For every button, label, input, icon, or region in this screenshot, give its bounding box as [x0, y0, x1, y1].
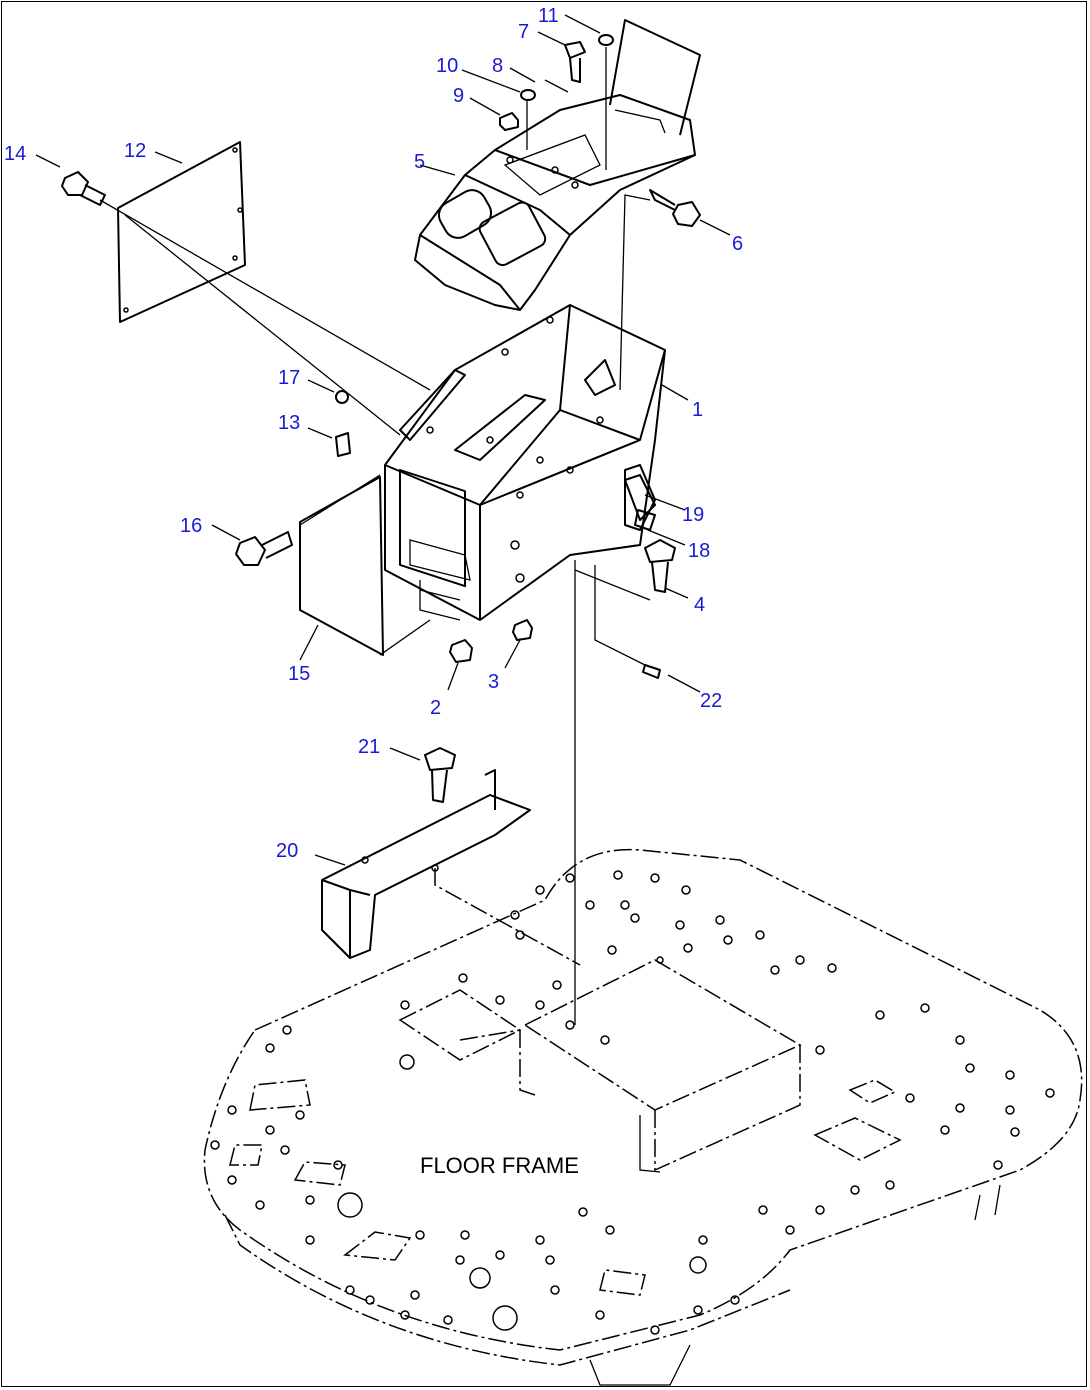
plug-9-icon: [499, 112, 519, 131]
callout-19: 19: [682, 504, 704, 526]
callout-17: 17: [278, 367, 300, 389]
cushion-2-icon: [449, 639, 473, 663]
callout-14: 14: [4, 143, 26, 165]
callout-4: 4: [694, 594, 705, 616]
callout-15: 15: [288, 663, 310, 685]
callout-3: 3: [488, 671, 499, 693]
callout-20: 20: [276, 840, 298, 862]
side-cover-plate: [117, 141, 246, 323]
bolt-4-icon: [644, 539, 676, 593]
callout-12: 12: [124, 140, 146, 162]
callout-6: 6: [732, 233, 743, 255]
front-cover-plate: [299, 476, 384, 656]
callout-16: 16: [180, 515, 202, 537]
bolt-21-icon: [424, 747, 456, 803]
cushion-3-icon: [512, 619, 533, 641]
pin-8-icon: [544, 79, 569, 93]
console-box: [384, 304, 666, 621]
clamp-18-icon: [634, 509, 656, 531]
callout-10: 10: [436, 55, 458, 77]
leader-lines: [35, 14, 731, 866]
callouts: 1 2 3 4 5 6 7 8 9 10 11 12 13 14 15 16 1…: [4, 5, 743, 862]
bolt-7-icon: [564, 41, 586, 83]
callout-2: 2: [430, 697, 441, 719]
callout-7: 7: [518, 21, 529, 43]
plug-10-icon: [520, 89, 536, 101]
callout-5: 5: [414, 151, 425, 173]
floor-frame: FLOOR FRAME: [203, 848, 1083, 1386]
clamp-19-icon: [624, 474, 656, 521]
bolt-16-icon: [235, 531, 293, 566]
callout-18: 18: [688, 540, 710, 562]
callout-9: 9: [453, 85, 464, 107]
callout-8: 8: [492, 55, 503, 77]
callout-22: 22: [700, 690, 722, 712]
pin-22-icon: [642, 664, 661, 679]
clip-13-icon: [335, 432, 351, 457]
hardware: [61, 34, 701, 803]
floor-frame-label: FLOOR FRAME: [420, 1153, 579, 1178]
callout-11: 11: [538, 5, 559, 27]
plug-11-icon: [598, 34, 614, 46]
bolt-6-icon: [649, 189, 701, 227]
callout-21: 21: [358, 736, 380, 758]
duct-bracket: [321, 769, 581, 966]
bolt-14-icon: [61, 171, 106, 206]
console-top-cover: [414, 19, 701, 311]
grommet-17-icon: [335, 390, 349, 404]
assembly-lines: [99, 47, 651, 1025]
callout-1: 1: [692, 399, 703, 421]
callout-13: 13: [278, 412, 300, 434]
